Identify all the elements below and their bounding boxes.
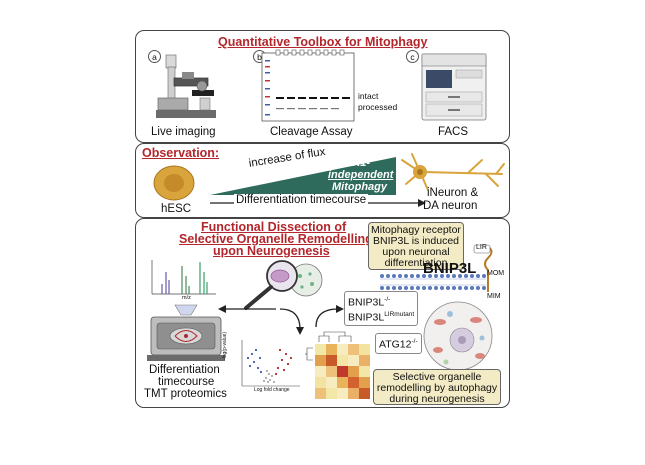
dissection-title-2: Selective Organelle Remodelling [179,232,373,246]
selective-text-3: during neurogenesis [389,393,485,405]
facs-machine-icon [421,53,487,121]
pink1-label-1: PINK1- [334,157,371,169]
hesc-label: hESC [161,203,192,215]
neuron-icon [401,153,505,191]
receptor-text-2: BNIP3L is induced [373,235,459,247]
membrane-diagram [380,244,493,292]
receptor-box: Mitophagy receptor BNIP3L is induced upo… [368,222,464,270]
heatmap [305,331,370,399]
selective-text-1: Selective organelle [392,371,482,383]
bnip3l-ko-tag: BNIP3L-/- BNIP3LLIRmutant [344,291,419,326]
processed-label: processed [358,102,398,112]
mim-label: MIM [487,293,501,300]
atg12-base: ATG12 [379,338,412,351]
cleavage-gel [261,49,355,122]
label-c: c [406,50,419,63]
microscope-icon [156,54,216,118]
diff-label-2: timecourse [158,376,215,388]
volcano-plot [241,340,300,387]
intact-label: intact [358,91,379,101]
mass-spectrum [151,260,216,295]
volcano-xlabel: Log fold change [254,387,290,393]
selective-box: Selective organelle remodelling by autop… [373,369,501,405]
dissection-title-1: Functional Dissection of [201,220,347,234]
diff-label-3: TMT proteomics [144,388,227,400]
flux-wedge [210,157,396,195]
mom-label: MOM [487,270,505,277]
receptor-text-1: Mitophagy receptor [371,224,461,236]
ko1-sup: -/- [384,296,391,303]
label-a: a [148,50,161,63]
hesc-cell [153,165,195,201]
diff-label-1: Differentiation [149,364,220,376]
ms-xlabel: m/z [182,295,191,301]
bnip3l-label: BNIP3L [423,260,477,277]
lir-label: LIR [476,244,487,251]
live-imaging-label: Live imaging [151,126,216,138]
atg12-ko-tag: ATG12-/- [375,333,422,354]
observation-title: Observation: [142,146,220,160]
ko2-sup: LIRmutant [384,310,415,318]
dissection-title-3: upon Neurogenesis [213,244,330,258]
receptor-text-4: differentiation [384,257,448,269]
flow-arrows [218,305,344,335]
volcano-ylabel: -log(p-value) [222,331,228,360]
tmt-device [147,304,225,361]
cleavage-assay-label: Cleavage Assay [270,126,353,138]
timecourse-label: Differentiation timecourse [234,194,369,206]
facs-label: FACS [438,126,469,138]
selective-text-2: remodelling by autophagy [376,382,498,394]
receptor-text-3: upon neuronal [382,246,450,258]
ko2-base: BNIP3L [348,311,385,323]
pink1-label-3: Mitophagy [332,181,387,193]
atg12-sup: -/- [411,338,418,345]
ko1-base: BNIP3L [348,296,385,309]
magnifier-icon [244,260,323,310]
ineuron-label-1: iNeuron & [427,187,479,199]
toolbox-title: Quantitative Toolbox for Mitophagy [218,35,428,49]
ineuron-label-2: DA neuron [423,200,478,212]
pink1-label-2: independent [328,169,394,181]
cell-organelles [423,301,493,371]
